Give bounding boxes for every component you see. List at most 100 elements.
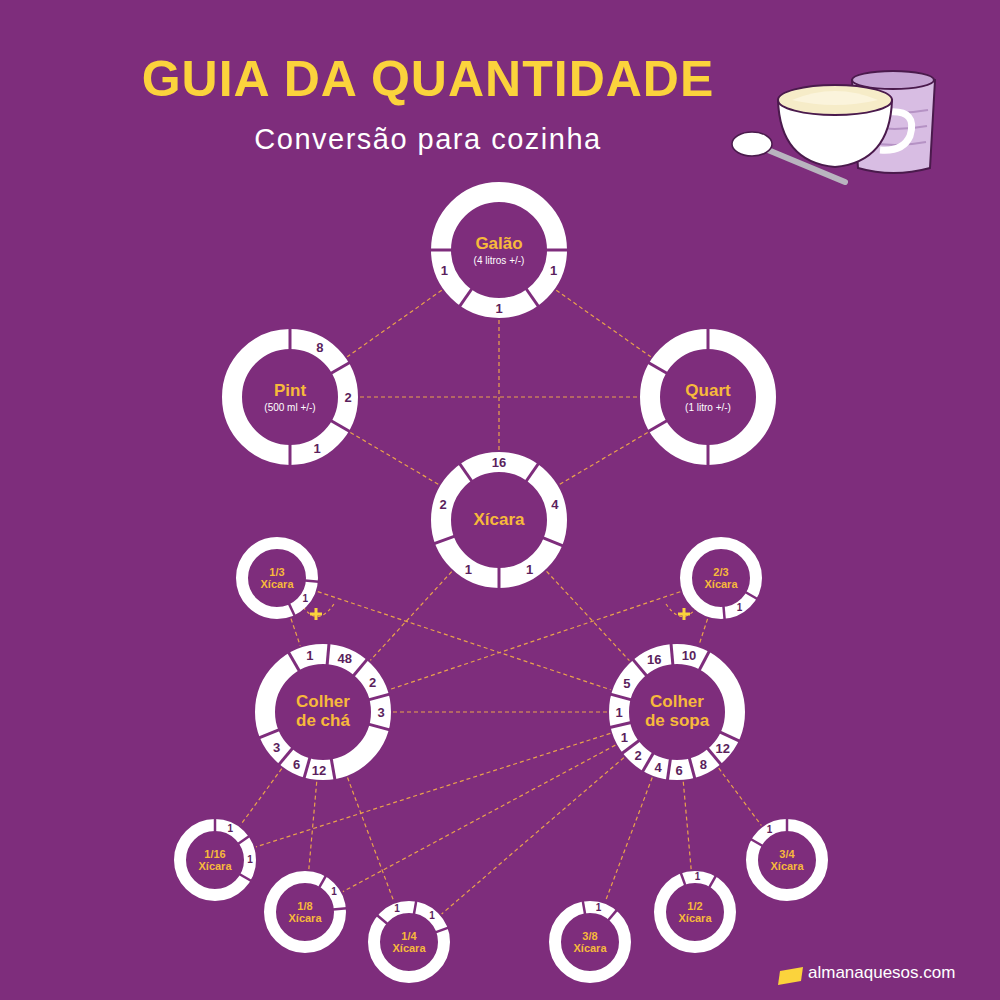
unit-volume: (1 litro +/-) xyxy=(671,401,745,412)
ring-divider xyxy=(289,444,292,466)
node-text-block: 1/3 Xícara xyxy=(255,566,299,590)
flour xyxy=(778,85,892,115)
ring-divider xyxy=(720,732,740,741)
ring-band xyxy=(441,462,557,578)
ring-count: 8 xyxy=(700,757,707,770)
ring-divider xyxy=(610,694,631,700)
ring-band xyxy=(752,825,822,895)
node-text-block: Xícara xyxy=(462,511,536,530)
dashed-connector xyxy=(291,619,300,646)
unit-name: 3/8 Xícara xyxy=(568,930,612,954)
ring-divider xyxy=(745,592,757,599)
ring-node: Quart(1 litro +/-) xyxy=(640,329,776,465)
unit-name: Xícara xyxy=(462,511,536,530)
ring-divider xyxy=(498,567,501,589)
dashed-connector xyxy=(348,778,394,902)
watermark: almanaquesos.com xyxy=(808,964,988,983)
ring-divider xyxy=(786,818,789,832)
node-text-block: 2/3 Xícara xyxy=(699,566,743,590)
ring-divider xyxy=(608,910,617,921)
ring-count: 1 xyxy=(303,594,309,604)
plus-sign xyxy=(678,608,690,620)
ring-count: 8 xyxy=(316,341,323,354)
ring-divider xyxy=(723,606,724,620)
dashed-connector xyxy=(343,745,615,891)
spoon-handle xyxy=(768,150,845,182)
ring-count: 2 xyxy=(344,391,351,404)
ring-count: 5 xyxy=(623,677,630,690)
node-text-block: Colher de sopa xyxy=(640,693,714,730)
ring-divider xyxy=(435,928,448,933)
ring-divider xyxy=(434,536,455,544)
node-text-block: 3/4 Xícara xyxy=(765,848,809,872)
spoon-illustration xyxy=(732,132,845,182)
ring-count: 1 xyxy=(596,903,602,913)
ring-divider xyxy=(689,757,695,778)
ring-count: 1 xyxy=(767,825,773,835)
unit-volume: (500 ml +/-) xyxy=(253,401,327,412)
ring-band xyxy=(180,825,250,895)
dashed-connector xyxy=(559,433,647,485)
ring-band xyxy=(650,339,766,455)
ring-node: Xícara xyxy=(431,452,567,588)
ring-divider xyxy=(459,463,472,481)
ring-node: 1/4 Xícara xyxy=(368,901,450,983)
ring-count: 12 xyxy=(715,741,729,754)
dashed-connector xyxy=(498,320,499,450)
ring-divider xyxy=(353,659,367,676)
dashed-connector xyxy=(719,768,762,825)
dashed-connector xyxy=(350,433,438,485)
ring-divider xyxy=(681,873,686,886)
spoon-bowl xyxy=(732,132,772,156)
ring-band xyxy=(619,654,735,770)
ring-divider xyxy=(327,643,329,665)
ring-count: 1 xyxy=(306,649,313,662)
ring-count: 2 xyxy=(635,749,642,762)
ring-divider xyxy=(546,249,568,252)
unit-name: Quart xyxy=(671,382,745,401)
ring-divider xyxy=(709,876,716,888)
ring-count: 4 xyxy=(551,498,558,511)
ring-divider xyxy=(214,818,217,832)
dashed-connector xyxy=(605,777,652,901)
dashed-connector xyxy=(393,711,607,712)
dashed-connector xyxy=(442,758,624,914)
ring-divider xyxy=(459,289,472,307)
ring-count: 12 xyxy=(312,763,326,776)
ring-divider xyxy=(526,463,539,481)
ring-divider xyxy=(238,836,249,844)
ring-divider xyxy=(304,757,310,778)
ring-count: 1 xyxy=(429,911,435,921)
ring-count: 1 xyxy=(394,904,400,914)
ring-node: 1/3 Xícara xyxy=(236,537,318,619)
ring-count: 1 xyxy=(695,872,701,882)
ring-divider xyxy=(368,724,389,730)
unit-name: 1/8 Xícara xyxy=(283,900,327,924)
ring-divider xyxy=(331,421,350,432)
ring-count: 1 xyxy=(550,263,557,276)
ring-band xyxy=(374,907,444,977)
ring-divider xyxy=(377,915,388,924)
ring-node: 2/3 Xícara xyxy=(680,537,762,619)
ring-node: Colher de chá xyxy=(255,644,391,780)
node-text-block: 1/2 Xícara xyxy=(673,900,717,924)
ring-band xyxy=(232,339,348,455)
ring-node: Colher de sopa xyxy=(609,644,745,780)
ring-count: 3 xyxy=(273,740,280,753)
node-text-block: 3/8 Xícara xyxy=(568,930,612,954)
ring-count: 10 xyxy=(682,649,696,662)
ring-band xyxy=(265,654,381,770)
ring-count: 3 xyxy=(377,706,384,719)
ring-divider xyxy=(671,643,673,665)
dashed-connector xyxy=(547,571,630,660)
ring-divider xyxy=(305,580,319,581)
ring-divider xyxy=(331,758,335,780)
node-text-block: Quart(1 litro +/-) xyxy=(671,382,745,413)
ring-band xyxy=(270,877,340,947)
ring-divider xyxy=(633,659,647,676)
ring-count: 1 xyxy=(331,887,337,897)
unit-volume: (4 litros +/-) xyxy=(462,254,536,265)
ring-divider xyxy=(319,876,326,888)
ring-divider xyxy=(643,753,654,772)
unit-name: 1/3 Xícara xyxy=(255,566,299,590)
